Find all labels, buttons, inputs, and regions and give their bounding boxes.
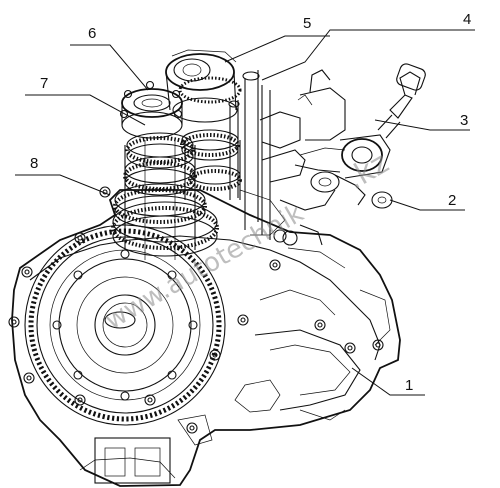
callout-4: 4 (463, 11, 471, 28)
callout-1: 1 (405, 377, 413, 394)
gear-shaft-cluster (111, 49, 242, 260)
watermark-text: www.autotechnik (100, 198, 309, 336)
callout-6: 6 (88, 25, 96, 42)
callout-leaders (15, 29, 475, 396)
callout-8: 8 (30, 155, 38, 172)
callout-2: 2 (448, 192, 456, 209)
shift-mechanism (228, 63, 426, 246)
watermark: www.autotechnik .kz (100, 145, 395, 336)
callout-7: 7 (40, 75, 48, 92)
callout-5: 5 (303, 15, 311, 32)
watermark-suffix: .kz (340, 145, 394, 197)
callout-3: 3 (460, 112, 468, 129)
